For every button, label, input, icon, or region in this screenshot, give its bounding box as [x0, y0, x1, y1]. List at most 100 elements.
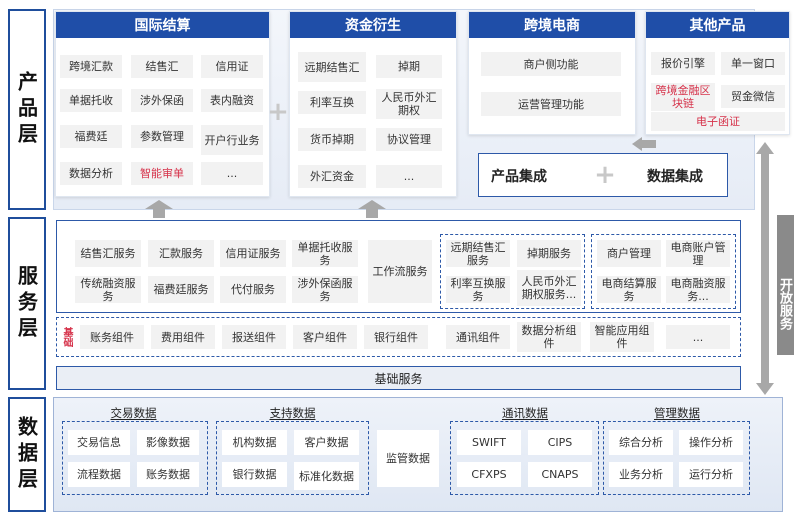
- service-item: 汇款服务: [148, 240, 214, 267]
- component-item: 费用组件: [151, 325, 215, 349]
- component-item: 银行组件: [364, 325, 428, 349]
- product-integration-label: 产品集成: [491, 169, 547, 185]
- cross-border-ecom-title: 跨境电商: [469, 12, 635, 38]
- plus-icon: +: [594, 160, 616, 190]
- trade-data-item: 账务数据: [137, 462, 199, 487]
- trade-data-item: 流程数据: [68, 462, 130, 487]
- plus-icon: +: [267, 97, 289, 127]
- trade-data-group: [62, 421, 208, 495]
- product-layer-label: 产品层: [8, 9, 46, 210]
- components-label: 基础: [61, 327, 72, 347]
- deriv-item: 协议管理: [376, 128, 442, 151]
- comm-data-group: [450, 421, 599, 495]
- deriv-item: 掉期: [376, 55, 442, 78]
- left-arrow-icon: [632, 137, 642, 151]
- ecom-item: 运营管理功能: [481, 92, 621, 116]
- data-layer-label: 数据层: [8, 397, 46, 512]
- support-data-group: [216, 421, 369, 495]
- deriv-service-item: 远期结售汇服务: [446, 240, 510, 267]
- data-integration-label: 数据集成: [647, 169, 703, 185]
- service-item: 结售汇服务: [75, 240, 141, 267]
- intl-item: 结售汇: [131, 55, 193, 78]
- intl-item: 单据托收: [60, 89, 122, 112]
- mgmt-data-item: 业务分析: [609, 462, 673, 487]
- component-item: 智能应用组件: [590, 322, 654, 352]
- deriv-item: 外汇资金: [298, 165, 366, 188]
- arrow-stem: [366, 209, 378, 218]
- merchant-service-item: 电商融资服务...: [666, 276, 730, 303]
- intl-item: 表内融资: [201, 89, 263, 112]
- support-data-item: 机构数据: [222, 430, 287, 455]
- trade-data-item: 交易信息: [68, 430, 130, 455]
- service-item: 代付服务: [220, 276, 286, 303]
- arrow-stem: [640, 140, 656, 148]
- other-products-panel: 其他产品 报价引擎 单一窗口 跨境金融区块链 贸金微信 电子函证: [645, 11, 790, 135]
- merchant-service-item: 电商结算服务: [597, 276, 661, 303]
- component-item: 账务组件: [80, 325, 144, 349]
- ecom-item: 商户侧功能: [481, 52, 621, 76]
- comm-data-item: CIPS: [528, 430, 592, 455]
- deriv-item: 人民币外汇期权: [376, 89, 442, 119]
- mgmt-data-group: [603, 421, 750, 495]
- deriv-item: ...: [376, 165, 442, 188]
- service-item: 福费廷服务: [148, 276, 214, 303]
- deriv-service-item: 掉期服务: [517, 240, 581, 267]
- component-item: ...: [666, 325, 730, 349]
- component-item: 数据分析组件: [517, 322, 581, 352]
- mgmt-data-title: 管理数据: [654, 406, 700, 420]
- regulatory-data: 监管数据: [377, 430, 439, 487]
- up-arrow-icon: [756, 142, 774, 154]
- other-item: 报价引擎: [651, 52, 715, 75]
- merchant-service-group: [591, 234, 736, 309]
- deriv-item: 利率互换: [298, 91, 366, 114]
- support-data-item: 标准化数据: [294, 462, 359, 490]
- intl-item: 跨境汇款: [60, 55, 122, 78]
- up-arrow-icon: [358, 200, 386, 209]
- deriv-service-item: 人民币外汇期权服务...: [517, 270, 581, 306]
- intl-item: 涉外保函: [131, 89, 193, 112]
- comm-data-item: SWIFT: [457, 430, 521, 455]
- trade-data-item: 影像数据: [137, 430, 199, 455]
- intl-item-highlight: 智能审单: [131, 162, 193, 185]
- intl-item: ...: [201, 162, 263, 185]
- component-item: 通讯组件: [446, 325, 510, 349]
- merchant-service-item: 商户管理: [597, 240, 661, 267]
- service-item: 涉外保函服务: [292, 276, 358, 303]
- workflow-service: 工作流服务: [368, 240, 432, 303]
- deriv-item: 远期结售汇: [298, 52, 366, 82]
- support-data-item: 客户数据: [294, 430, 359, 455]
- intl-settlement-panel: 国际结算 跨境汇款 结售汇 信用证 单据托收 涉外保函 表内融资 福费廷 参数管…: [55, 11, 270, 197]
- intl-item: 数据分析: [60, 162, 122, 185]
- deriv-service-item: 利率互换服务: [446, 276, 510, 303]
- intl-item: 信用证: [201, 55, 263, 78]
- cross-border-ecom-panel: 跨境电商 商户侧功能 运营管理功能: [468, 11, 636, 135]
- down-arrow-icon: [756, 383, 774, 395]
- service-layer-label: 服务层: [8, 217, 46, 390]
- mgmt-data-item: 操作分析: [679, 430, 743, 455]
- comm-data-item: CFXPS: [457, 462, 521, 487]
- open-service-bar: 开放服务: [777, 215, 794, 355]
- intl-item: 开户行业务: [201, 125, 263, 155]
- intl-item: 参数管理: [131, 125, 193, 148]
- deriv-service-group: [440, 234, 585, 309]
- comm-data-title: 通讯数据: [502, 406, 548, 420]
- up-arrow-icon: [145, 200, 173, 209]
- service-item: 信用证服务: [220, 240, 286, 267]
- other-products-title: 其他产品: [646, 12, 789, 38]
- service-item: 传统融资服务: [75, 276, 141, 303]
- fund-derivative-panel: 资金衍生 远期结售汇 掉期 利率互换 人民币外汇期权 货币掉期 协议管理 外汇资…: [289, 11, 457, 197]
- fund-derivative-title: 资金衍生: [290, 12, 456, 38]
- other-item-highlight: 电子函证: [651, 112, 785, 131]
- support-data-item: 银行数据: [222, 462, 287, 487]
- deriv-item: 货币掉期: [298, 128, 366, 151]
- merchant-service-item: 电商账户管理: [666, 240, 730, 267]
- basic-services-bar: 基础服务: [56, 366, 741, 390]
- mgmt-data-item: 运行分析: [679, 462, 743, 487]
- trade-data-title: 交易数据: [110, 406, 157, 420]
- arrow-stem: [153, 209, 165, 218]
- other-item-highlight: 跨境金融区块链: [651, 83, 715, 111]
- intl-settlement-title: 国际结算: [56, 12, 269, 38]
- support-data-title: 支持数据: [269, 406, 316, 420]
- arrow-stem: [761, 153, 769, 385]
- other-item: 单一窗口: [721, 52, 785, 75]
